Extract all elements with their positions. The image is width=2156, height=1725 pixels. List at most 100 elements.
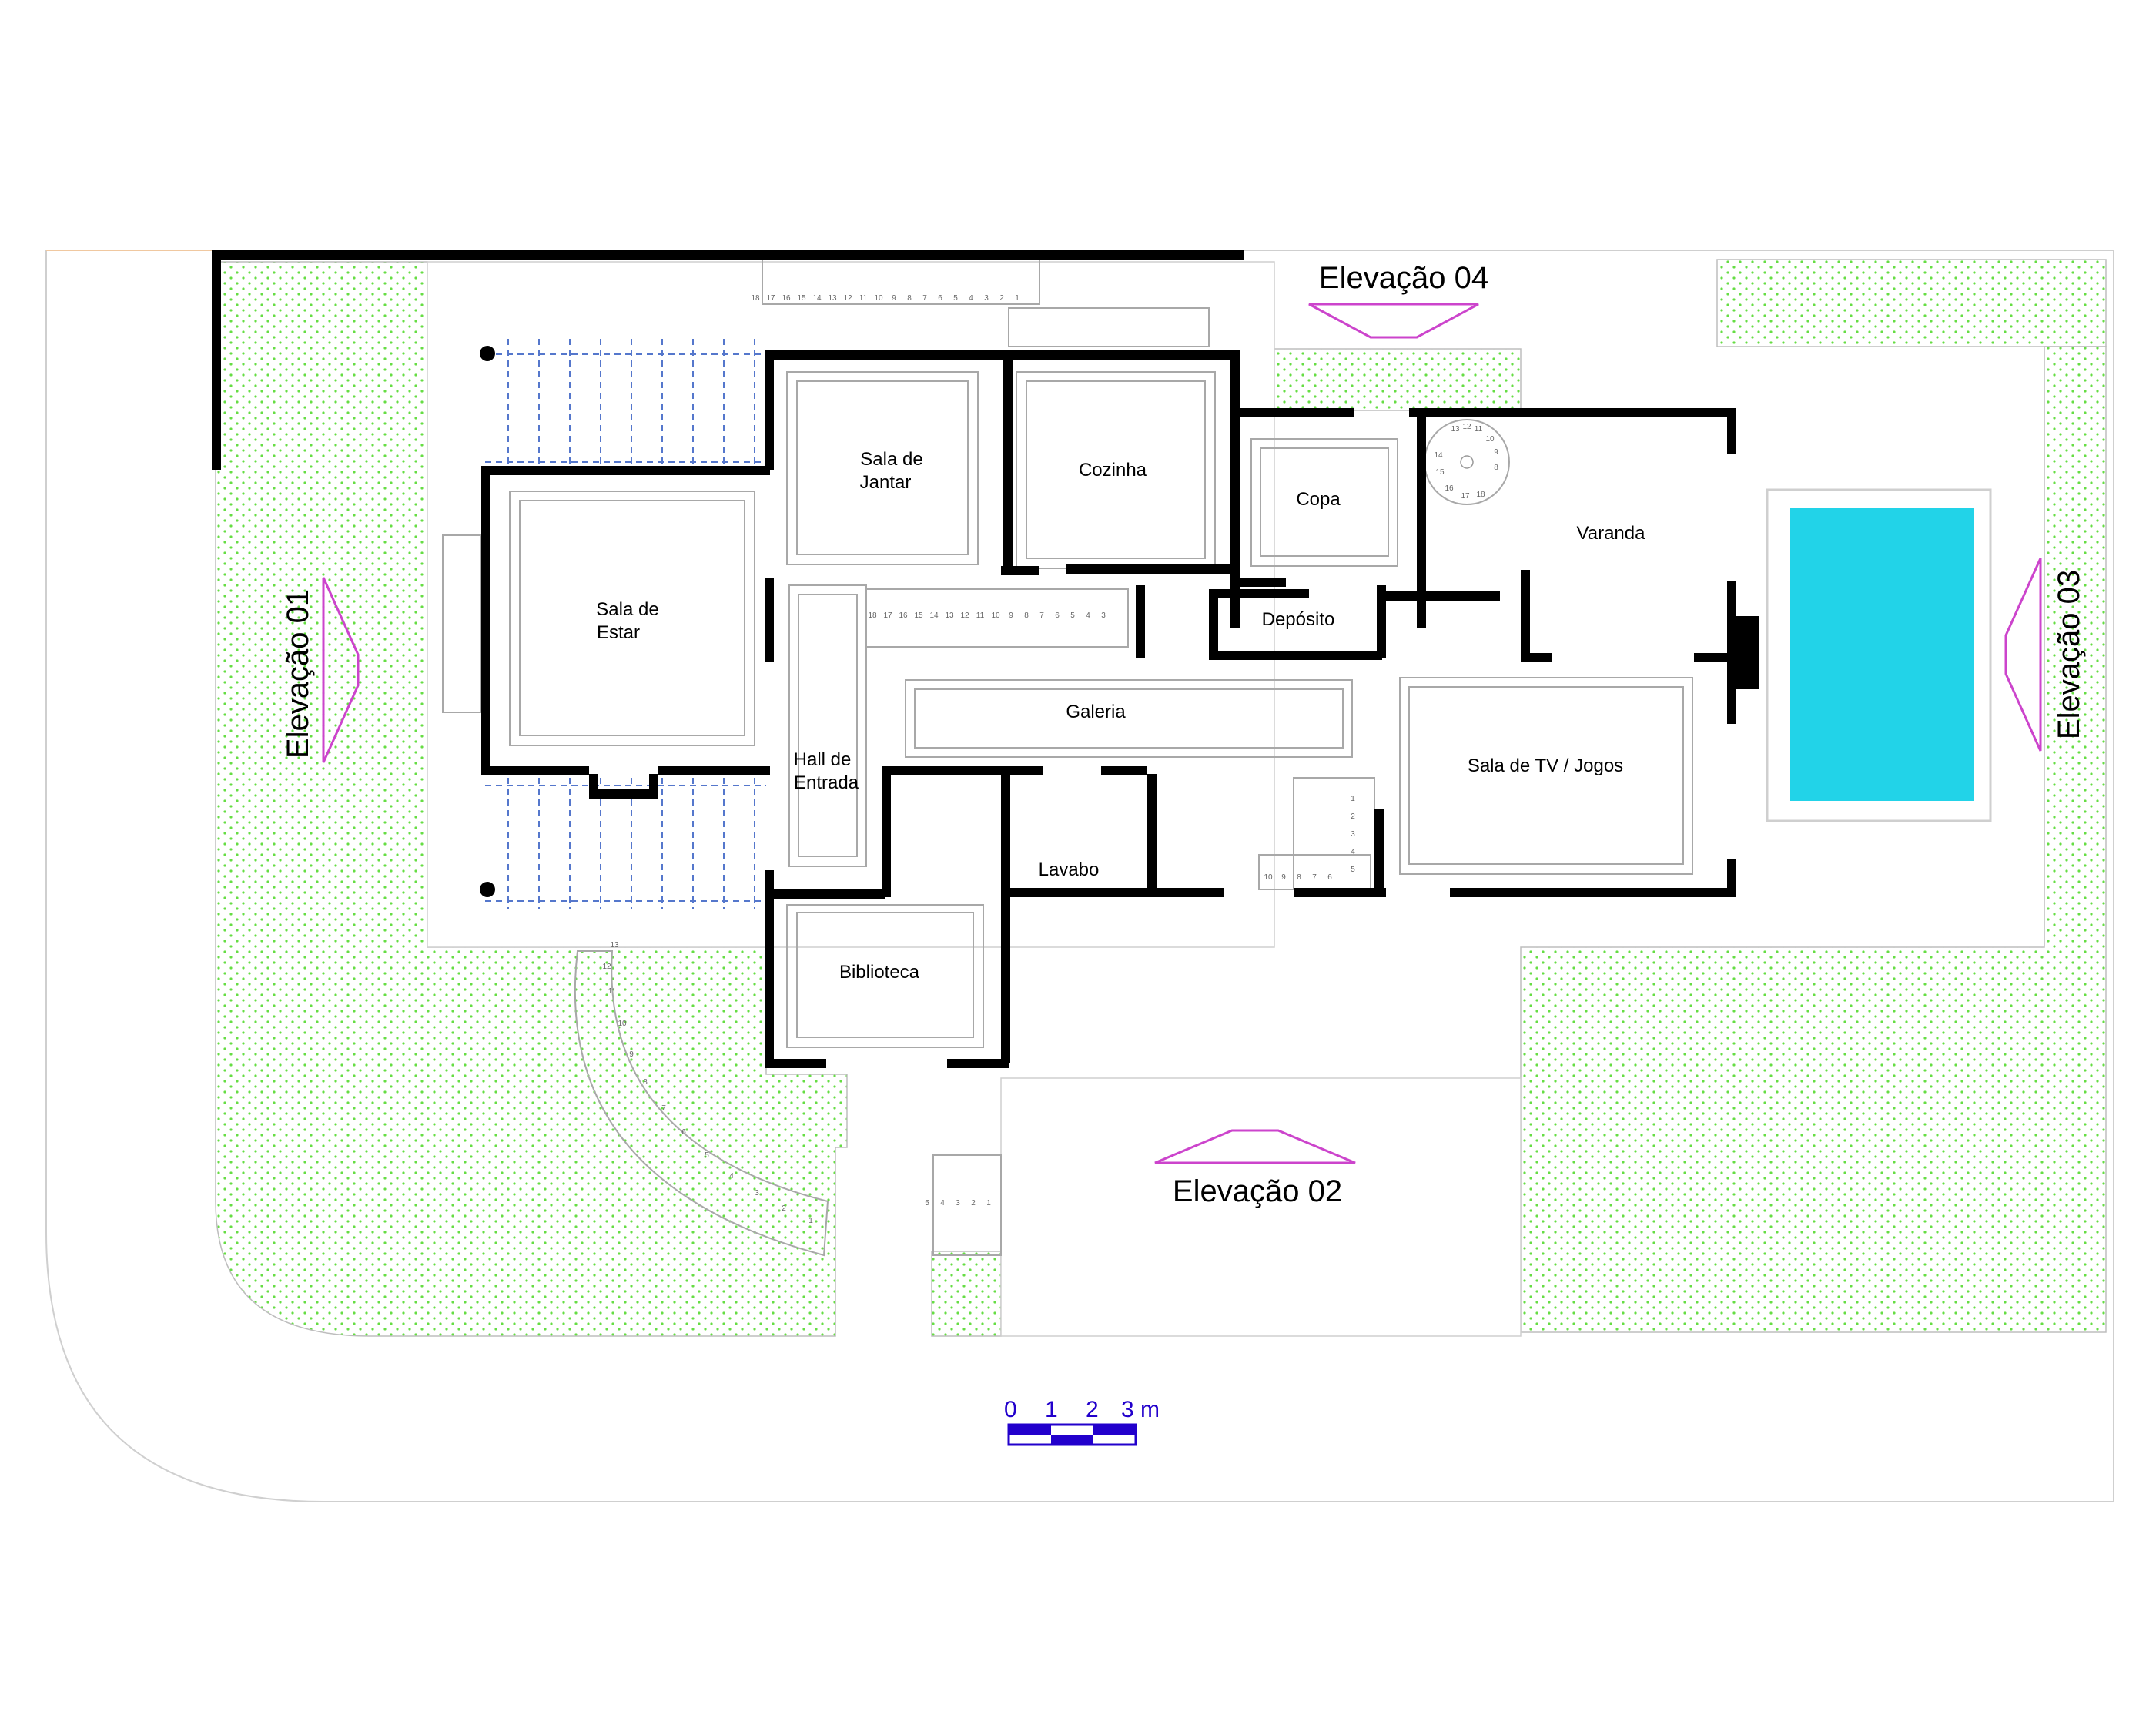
- svg-text:4: 4: [1086, 611, 1090, 620]
- svg-text:8: 8: [643, 1078, 648, 1087]
- svg-text:7: 7: [1312, 873, 1317, 882]
- svg-text:9: 9: [892, 294, 896, 303]
- svg-text:7: 7: [661, 1104, 666, 1113]
- svg-text:13: 13: [1451, 425, 1460, 434]
- svg-text:3: 3: [984, 294, 989, 303]
- room-label-hall-entrada-2: Entrada: [794, 772, 859, 793]
- svg-text:15: 15: [797, 294, 806, 303]
- svg-text:15: 15: [914, 611, 923, 620]
- svg-text:0: 0: [1004, 1397, 1017, 1422]
- svg-text:8: 8: [1297, 873, 1301, 882]
- svg-text:5: 5: [1070, 611, 1075, 620]
- room-label-sala-estar-1: Sala de: [596, 599, 658, 620]
- svg-text:9: 9: [1281, 873, 1286, 882]
- lawn-areas: [215, 259, 2107, 1337]
- svg-text:16: 16: [899, 611, 908, 620]
- room-label-sala-jantar-1: Sala de: [860, 449, 922, 470]
- svg-text:2: 2: [999, 294, 1004, 303]
- room-label-hall-entrada-1: Hall de: [794, 749, 852, 770]
- stair-central: [865, 588, 1129, 648]
- svg-text:4: 4: [969, 294, 973, 303]
- svg-text:12: 12: [1462, 423, 1471, 431]
- lawn-left: [215, 261, 848, 1337]
- svg-text:2: 2: [782, 1204, 786, 1213]
- svg-text:11: 11: [608, 987, 617, 996]
- svg-text:13: 13: [828, 294, 837, 303]
- stair-central-numbers: 18 17 16 15 14 13 12 11 10 9 8 7 6 5 4 3: [868, 611, 1106, 620]
- room-label-sala-estar-2: Estar: [597, 622, 640, 643]
- svg-text:10: 10: [991, 611, 1000, 620]
- svg-text:2: 2: [1086, 1397, 1099, 1422]
- svg-text:9: 9: [629, 1050, 634, 1059]
- svg-text:6: 6: [938, 294, 942, 303]
- svg-text:12: 12: [843, 294, 852, 303]
- stair-top-numbers: 18 17 16 15 14 13 12 11 10 9 8 7 6 5 4 3…: [751, 294, 1019, 303]
- svg-text:13: 13: [610, 941, 619, 950]
- svg-text:14: 14: [812, 294, 822, 303]
- stair-l-shape: [1258, 777, 1375, 890]
- svg-text:18: 18: [751, 294, 760, 303]
- pool: [1766, 488, 1992, 822]
- svg-text:8: 8: [907, 294, 912, 303]
- paved-terrace: [427, 261, 1275, 948]
- svg-text:Elevação 02: Elevação 02: [1173, 1174, 1342, 1208]
- svg-text:1: 1: [1015, 294, 1019, 303]
- room-label-copa: Copa: [1296, 489, 1341, 510]
- svg-text:6: 6: [1055, 611, 1060, 620]
- room-label-biblioteca: Biblioteca: [839, 962, 920, 983]
- room-label-cozinha: Cozinha: [1079, 460, 1147, 481]
- lawn-entry-right: [931, 1251, 1002, 1337]
- svg-text:10: 10: [1485, 435, 1495, 444]
- svg-text:8: 8: [1024, 611, 1029, 620]
- stair-entry-numbers: 5 4 3 2 1: [925, 1199, 991, 1208]
- svg-text:14: 14: [1434, 451, 1443, 460]
- svg-text:17: 17: [766, 294, 775, 303]
- svg-text:3: 3: [1351, 830, 1355, 839]
- svg-text:5: 5: [705, 1151, 709, 1160]
- svg-text:10: 10: [618, 1020, 627, 1028]
- elevation-marker-01: Elevação 01: [281, 577, 360, 763]
- svg-text:Elevação 04: Elevação 04: [1319, 261, 1488, 295]
- driveway: [1000, 1077, 1522, 1337]
- svg-text:6: 6: [681, 1128, 686, 1137]
- elevation-marker-04: Elevação 04: [1308, 261, 1488, 339]
- svg-text:17: 17: [883, 611, 892, 620]
- svg-text:13: 13: [945, 611, 954, 620]
- svg-text:7: 7: [922, 294, 927, 303]
- svg-text:11: 11: [976, 611, 985, 620]
- svg-text:18: 18: [1476, 491, 1485, 499]
- svg-text:3 m: 3 m: [1121, 1397, 1160, 1422]
- lawn-right: [1520, 346, 2107, 1333]
- svg-text:4: 4: [1351, 848, 1355, 856]
- svg-text:12: 12: [602, 963, 611, 971]
- stair-curved-numbers: 13 12 11 10 9 8 7 6 5 4 3 2 1: [602, 941, 813, 1225]
- svg-text:12: 12: [960, 611, 969, 620]
- pergola-bottom: [480, 778, 766, 909]
- svg-text:5: 5: [1351, 866, 1355, 874]
- svg-text:2: 2: [1351, 812, 1355, 821]
- room-label-sala-tv: Sala de TV / Jogos: [1468, 755, 1623, 776]
- svg-text:8: 8: [1494, 464, 1498, 472]
- svg-text:11: 11: [859, 294, 868, 303]
- svg-text:16: 16: [782, 294, 791, 303]
- stair-l-numbers: 1 2 3 4 5 10 9 8 7 6: [1264, 795, 1355, 882]
- lawn-top-right: [1716, 259, 2107, 347]
- svg-text:18: 18: [868, 611, 877, 620]
- svg-text:9: 9: [1494, 448, 1498, 457]
- svg-text:Elevação 01: Elevação 01: [281, 589, 315, 759]
- elevation-marker-03: Elevação 03: [2004, 558, 2086, 752]
- room-label-galeria: Galeria: [1066, 702, 1126, 722]
- svg-text:17: 17: [1461, 492, 1470, 501]
- scale-bar: 0 1 2 3 m: [1004, 1397, 1160, 1446]
- svg-text:9: 9: [1009, 611, 1013, 620]
- svg-text:Elevação 03: Elevação 03: [2052, 570, 2086, 739]
- room-label-deposito: Depósito: [1262, 609, 1335, 630]
- svg-text:7: 7: [1040, 611, 1044, 620]
- svg-text:15: 15: [1435, 468, 1445, 477]
- svg-text:16: 16: [1445, 484, 1454, 493]
- svg-text:4: 4: [729, 1172, 734, 1181]
- site-boundary: [45, 250, 2114, 1502]
- svg-text:3: 3: [956, 1199, 960, 1208]
- room-labels: Sala de Estar Sala de Jantar Cozinha Cop…: [596, 449, 1645, 983]
